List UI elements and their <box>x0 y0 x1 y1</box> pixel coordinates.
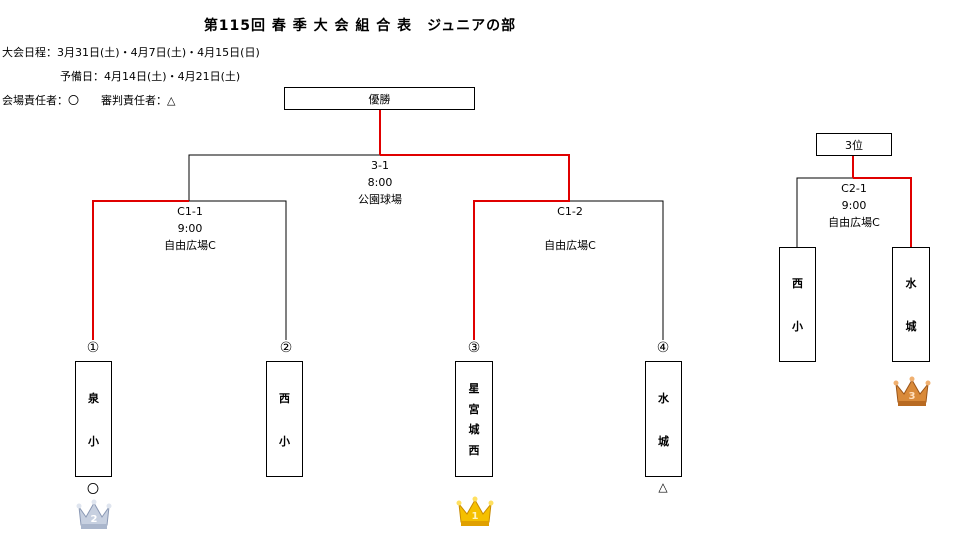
team-2-char: 西 <box>279 391 290 405</box>
third-match-venue: 自由広場C <box>828 216 880 229</box>
final-code: 3-1 <box>371 159 389 172</box>
bronze-crown-icon: 3 <box>893 376 931 406</box>
semi2-code: C1-2 <box>557 205 583 218</box>
team-1-char: 小 <box>88 434 99 448</box>
third-match-time: 9:00 <box>841 199 867 212</box>
silver-crown-rank: 2 <box>91 514 98 525</box>
third-right-line <box>853 177 912 247</box>
gold-crown-icon: 1 <box>456 496 494 526</box>
team-4-char: 城 <box>658 434 669 448</box>
semi2-info: C1-2 自由広場C <box>530 203 610 254</box>
team-4-number: ④ <box>656 340 670 356</box>
gold-crown-rank: 1 <box>472 511 479 522</box>
team-3-number: ③ <box>467 340 481 356</box>
third-place-box: 3位 <box>816 133 892 156</box>
final-left-line <box>188 154 380 201</box>
referee-manager-mark: △ <box>658 480 668 494</box>
team-2-number: ② <box>279 340 293 356</box>
bronze-crown-rank: 3 <box>909 391 916 402</box>
semi1-left-line <box>92 200 189 340</box>
third-team-1-char: 小 <box>792 319 803 333</box>
semi2-right-line <box>570 200 664 340</box>
silver-crown-icon: 2 <box>76 499 112 529</box>
semi2-left-line <box>473 200 570 340</box>
team-3-char: 西 <box>468 443 480 457</box>
final-venue: 公園球場 <box>358 193 402 206</box>
officials-text: 会場責任者：〇 審判責任者：△ <box>2 94 176 107</box>
team-3-char: 宮 <box>468 402 480 416</box>
team-4-box: 水 城 <box>645 361 682 477</box>
third-team-1-char: 西 <box>792 277 803 291</box>
semi1-info: C1-1 9:00 自由広場C <box>150 203 230 254</box>
semi1-time: 9:00 <box>177 222 203 235</box>
final-info: 3-1 8:00 公園球場 <box>340 157 420 208</box>
third-match-code: C2-1 <box>841 182 867 195</box>
semi1-venue: 自由広場C <box>164 239 216 252</box>
champion-box: 優勝 <box>284 87 475 110</box>
third-team-2-char: 城 <box>905 319 917 333</box>
semi1-code: C1-1 <box>177 205 203 218</box>
team-3-char: 星 <box>468 382 480 395</box>
team-1-box: 泉 小 <box>75 361 112 477</box>
semi2-venue: 自由広場C <box>544 239 596 252</box>
team-2-box: 西 小 <box>266 361 303 477</box>
third-team-2-char: 水 <box>905 277 917 291</box>
venue-manager-mark: 〇 <box>86 482 99 496</box>
third-left-line <box>796 177 853 247</box>
reserve-text: 予備日：4月14日(土)・4月21日(土) <box>60 70 241 83</box>
team-3-char: 城 <box>468 423 480 437</box>
semi1-right-line <box>189 200 287 340</box>
team-3-box: 星 宮 城 西 <box>455 361 493 477</box>
third-team-1-box: 西 小 <box>779 247 816 362</box>
team-4-char: 水 <box>658 391 669 405</box>
final-time: 8:00 <box>367 176 393 189</box>
page-title: 第115回 春 季 大 会 組 合 表 ジュニアの部 <box>203 18 517 34</box>
bracket-red-lines <box>92 110 912 340</box>
team-2-char: 小 <box>279 434 290 448</box>
bracket-black-lines <box>188 154 853 340</box>
team-1-char: 泉 <box>88 391 99 405</box>
schedule-text: 大会日程：3月31日(土)・4月7日(土)・4月15日(日) <box>2 46 260 59</box>
final-right-line <box>380 154 570 201</box>
third-match-info: C2-1 9:00 自由広場C <box>814 180 894 231</box>
team-1-number: ① <box>86 340 100 356</box>
third-team-2-box: 水 城 <box>892 247 930 362</box>
